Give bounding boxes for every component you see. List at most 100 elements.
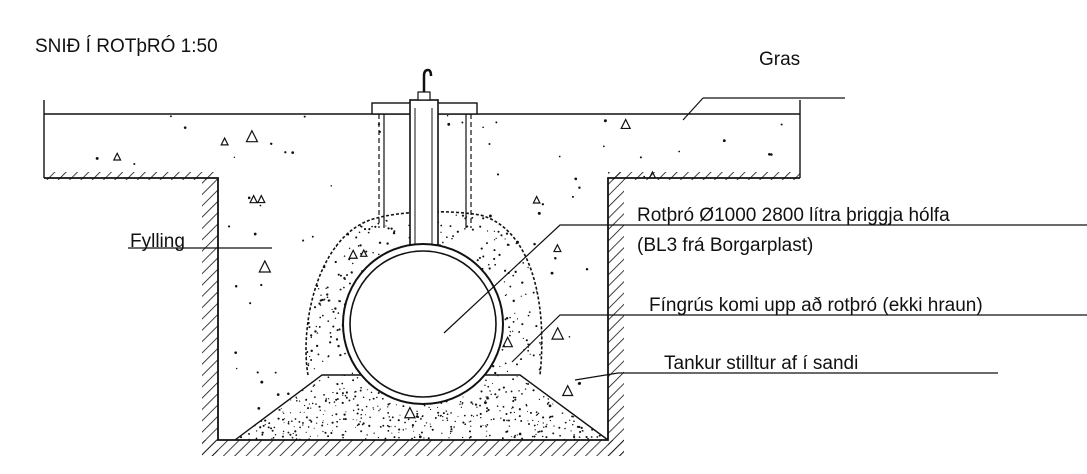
aggregate-dot <box>327 398 330 400</box>
aggregate-dot <box>303 318 305 320</box>
vent-pipe <box>409 68 441 256</box>
aggregate-mark <box>256 194 266 204</box>
aggregate-dot <box>522 337 524 339</box>
aggregate-dot <box>559 434 561 437</box>
aggregate-dot <box>446 413 449 416</box>
aggregate-dot <box>227 225 231 228</box>
aggregate-dot <box>310 334 313 337</box>
aggregate-dot <box>290 399 292 401</box>
aggregate-dot <box>562 386 565 388</box>
aggregate-dot <box>329 299 331 302</box>
aggregate-dot <box>336 383 338 385</box>
aggregate-dot <box>238 420 240 422</box>
aggregate-dot <box>603 119 607 123</box>
aggregate-dot <box>150 290 154 293</box>
aggregate-dot <box>323 393 325 396</box>
aggregate-dot <box>513 215 517 218</box>
aggregate-dot <box>334 307 337 310</box>
aggregate-dot <box>309 289 312 293</box>
aggregate-dot <box>332 430 334 432</box>
aggregate-dot <box>545 425 548 428</box>
aggregate-dot <box>303 215 305 217</box>
aggregate-dot <box>549 419 552 422</box>
aggregate-dot <box>331 231 334 233</box>
aggregate-dot <box>368 398 371 401</box>
aggregate-dot <box>266 394 268 397</box>
aggregate-dot <box>388 416 390 418</box>
aggregate-dot <box>539 342 541 344</box>
aggregate-dot <box>536 413 539 416</box>
aggregate-dot <box>545 389 547 392</box>
aggregate-dot <box>592 393 594 396</box>
aggregate-dot <box>255 438 258 440</box>
aggregate-dot <box>372 397 375 400</box>
aggregate-dot <box>348 376 350 378</box>
aggregate-dot <box>348 282 351 285</box>
aggregate-dot <box>257 413 259 416</box>
aggregate-dot <box>337 273 340 276</box>
aggregate-dot <box>471 228 474 231</box>
aggregate-dot <box>546 423 548 425</box>
aggregate-dot <box>497 211 501 214</box>
aggregate-dot <box>274 434 277 436</box>
aggregate-dot <box>299 426 301 429</box>
aggregate-dot <box>335 211 338 212</box>
aggregate-dot <box>345 411 347 413</box>
aggregate-dot <box>387 406 389 408</box>
aggregate-dot <box>599 396 602 399</box>
aggregate-dot <box>496 405 499 407</box>
aggregate-dot <box>520 358 523 361</box>
aggregate-dot <box>440 224 443 227</box>
aggregate-dot <box>305 355 307 358</box>
aggregate-dot <box>269 142 273 146</box>
aggregate-dot <box>539 208 540 209</box>
aggregate-dot <box>541 435 544 438</box>
aggregate-dot <box>315 403 317 405</box>
aggregate-dot <box>507 419 510 422</box>
aggregate-dot <box>309 435 312 437</box>
aggregate-dot <box>505 294 507 296</box>
aggregate-dot <box>341 401 344 405</box>
aggregate-dot <box>278 409 281 411</box>
aggregate-dot <box>324 431 327 434</box>
aggregate-dot <box>133 162 136 166</box>
aggregate-dot <box>605 396 608 399</box>
aggregate-dot <box>356 424 359 427</box>
aggregate-dot <box>317 353 320 356</box>
aggregate-dot <box>437 411 440 414</box>
aggregate-mark <box>502 335 514 348</box>
aggregate-dot <box>513 436 516 439</box>
aggregate-dot <box>308 419 310 421</box>
aggregate-dot <box>255 377 258 379</box>
aggregate-dot <box>534 429 536 431</box>
aggregate-dot <box>529 353 531 355</box>
aggregate-dot <box>582 391 586 394</box>
aggregate-dot <box>332 310 335 313</box>
aggregate-dot <box>251 395 254 398</box>
aggregate-dot <box>356 412 359 415</box>
aggregate-dot <box>504 362 507 365</box>
aggregate-dot <box>790 428 793 430</box>
aggregate-dot <box>305 314 308 317</box>
aggregate-dot <box>556 439 559 440</box>
aggregate-dot <box>352 419 354 421</box>
aggregate-dot <box>498 253 501 256</box>
aggregate-dot <box>484 384 486 387</box>
aggregate-dot <box>235 367 238 370</box>
aggregate-dot <box>290 395 292 397</box>
aggregate-dot <box>577 377 579 379</box>
aggregate-dot <box>480 390 483 393</box>
aggregate-dot <box>550 271 554 275</box>
aggregate-dot <box>391 416 394 419</box>
aggregate-dot <box>548 372 550 374</box>
aggregate-mark <box>551 326 565 340</box>
aggregate-dot <box>305 416 308 419</box>
aggregate-dot <box>264 424 266 426</box>
aggregate-dot <box>274 371 277 374</box>
drawing-title: SNIÐ Í ROTþRÓ 1:50 <box>35 35 218 57</box>
aggregate-dot <box>313 306 317 309</box>
aggregate-dot <box>600 393 603 396</box>
aggregate-dot <box>647 379 650 382</box>
aggregate-dot <box>546 403 549 405</box>
aggregate-dot <box>302 389 304 392</box>
